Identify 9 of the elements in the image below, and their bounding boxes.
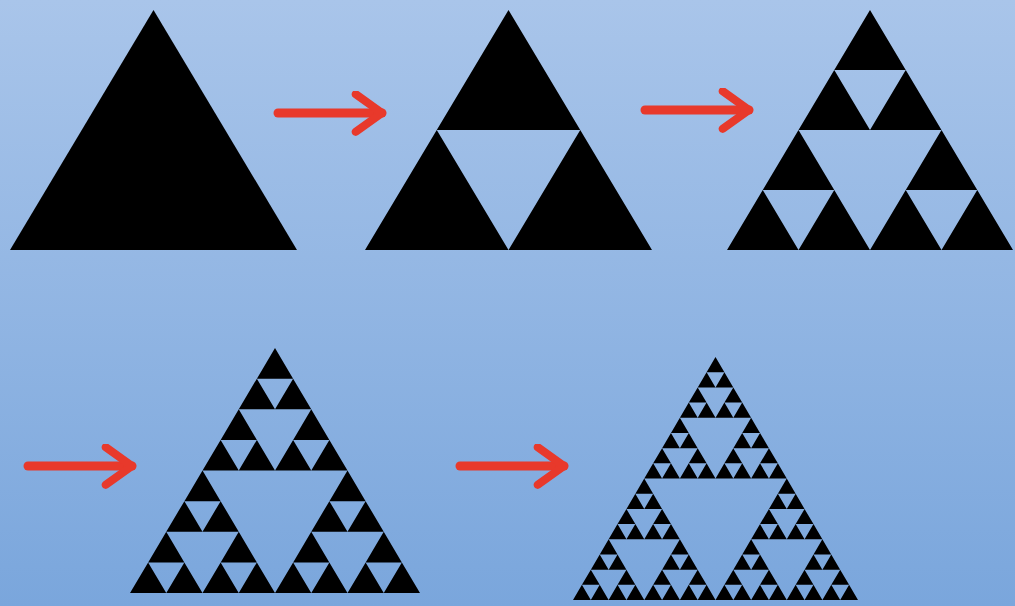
sierpinski-triangle-drawing <box>130 348 420 593</box>
arrow <box>273 90 387 136</box>
arrow <box>23 443 137 489</box>
sierpinski-triangle-drawing <box>10 10 297 250</box>
sierpinski-triangle-drawing <box>727 10 1013 250</box>
sierpinski-triangle-drawing <box>365 10 652 250</box>
arrow <box>640 87 754 133</box>
arrow <box>455 443 569 489</box>
sierpinski-triangle-drawing <box>573 357 858 600</box>
